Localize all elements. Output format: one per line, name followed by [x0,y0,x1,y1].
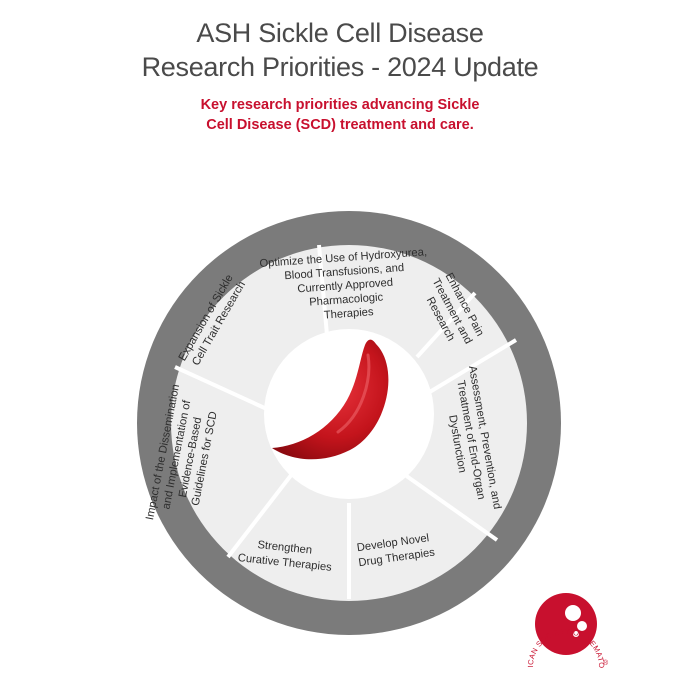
segment-curative-line: Strengthen [257,539,313,557]
logo-registered-mark: ® [603,659,609,667]
title-line-2: Research Priorities - 2024 Update [141,52,539,82]
subtitle-line-2: Cell Disease (SCD) treatment and care. [206,117,474,133]
segment-dividers [174,244,518,599]
ring-label-social: Social Determinants of Health [263,150,426,182]
title-line-1: ASH Sickle Cell Disease [196,18,484,48]
sickle-cell-icon [272,339,389,460]
ring-label-fertility: Impact on Fertility/Pregnancy/Reproducti… [63,253,149,508]
segment-hydroxyurea-line: Pharmacologic [309,291,384,308]
segment-hydroxyurea-line: Therapies [323,306,374,321]
subtitle-line-1: Key research priorities advancing Sickle [200,97,480,113]
